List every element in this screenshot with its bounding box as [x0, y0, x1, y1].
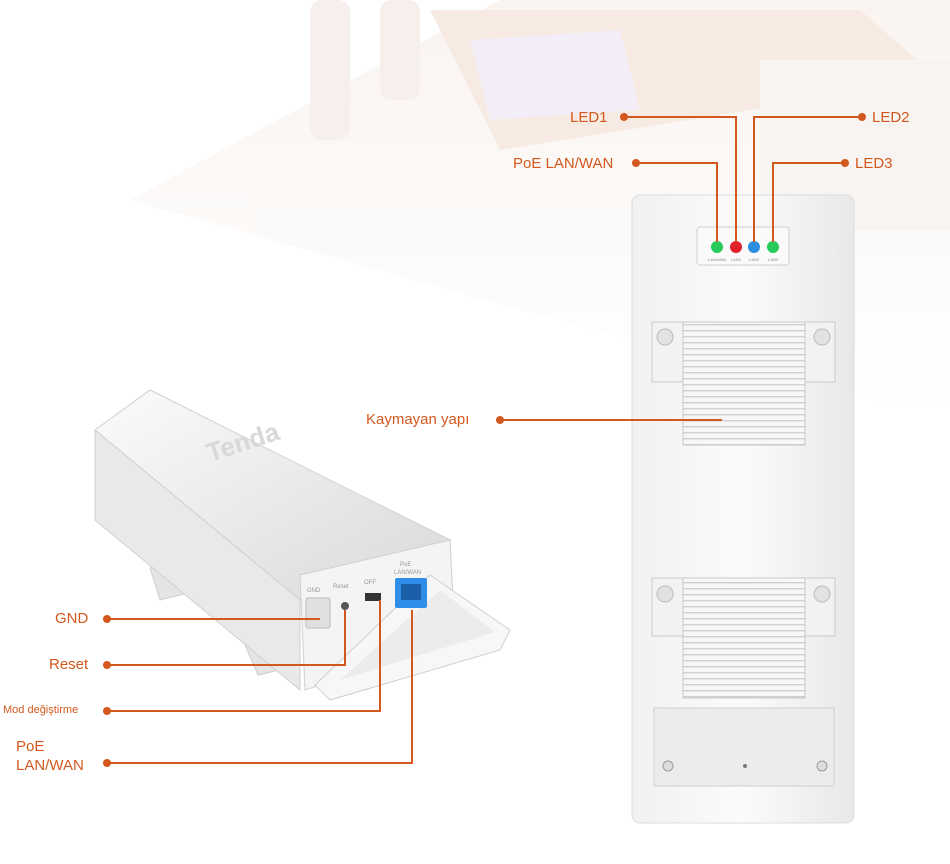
svg-text:LAN/WAN: LAN/WAN	[394, 570, 421, 576]
svg-text:LAN3: LAN3	[768, 257, 779, 262]
callout-led3	[772, 162, 845, 242]
led-lanwan	[711, 241, 723, 253]
callout-mode	[107, 600, 381, 712]
bottom-cover	[653, 707, 835, 787]
callout-poe-top	[636, 162, 718, 242]
mount-bracket-upper	[651, 321, 836, 446]
svg-text:LAN1: LAN1	[731, 257, 742, 262]
callout-led1	[624, 116, 737, 242]
svg-text:GND: GND	[307, 588, 321, 594]
led-lan1	[730, 241, 742, 253]
device-back-view: LAN/WAN LAN1 LAN2 LAN3	[631, 194, 855, 824]
reset-hole	[341, 602, 349, 610]
label-led3: LED3	[855, 155, 893, 172]
gnd-terminal	[305, 597, 331, 629]
label-poe-lan-wan-top: PoE LAN/WAN	[513, 155, 614, 172]
label-led2: LED2	[872, 109, 910, 126]
led-lan3	[767, 241, 779, 253]
mount-bracket-lower	[651, 577, 836, 699]
callout-dots	[103, 113, 866, 767]
device-angled-view: Tenda GND Reset OFF PoE LAN/WAN	[94, 389, 511, 701]
screw-icon	[662, 760, 674, 772]
label-poe-line2: LAN/WAN	[16, 757, 84, 774]
led-lan2	[748, 241, 760, 253]
label-reset: Reset	[49, 656, 89, 673]
label-led1: LED1	[570, 109, 608, 126]
svg-text:PoE: PoE	[400, 562, 411, 568]
label-gnd: GND	[55, 610, 89, 627]
label-mode-switch: Mod değiştirme	[3, 704, 79, 716]
screw-icon	[816, 760, 828, 772]
callout-lines	[107, 116, 862, 764]
callout-reset	[107, 610, 346, 666]
svg-text:LAN/WAN: LAN/WAN	[708, 257, 726, 262]
svg-text:LAN2: LAN2	[749, 257, 760, 262]
label-poe-line1: PoE	[16, 738, 45, 755]
svg-text:OFF: OFF	[364, 580, 376, 586]
label-non-slip: Kaymayan yapı	[366, 411, 470, 428]
led-panel	[696, 226, 790, 266]
svg-text:Reset: Reset	[333, 584, 349, 590]
mode-switch	[365, 593, 381, 601]
callout-led2	[753, 116, 862, 242]
callout-poe-bottom	[107, 610, 413, 764]
